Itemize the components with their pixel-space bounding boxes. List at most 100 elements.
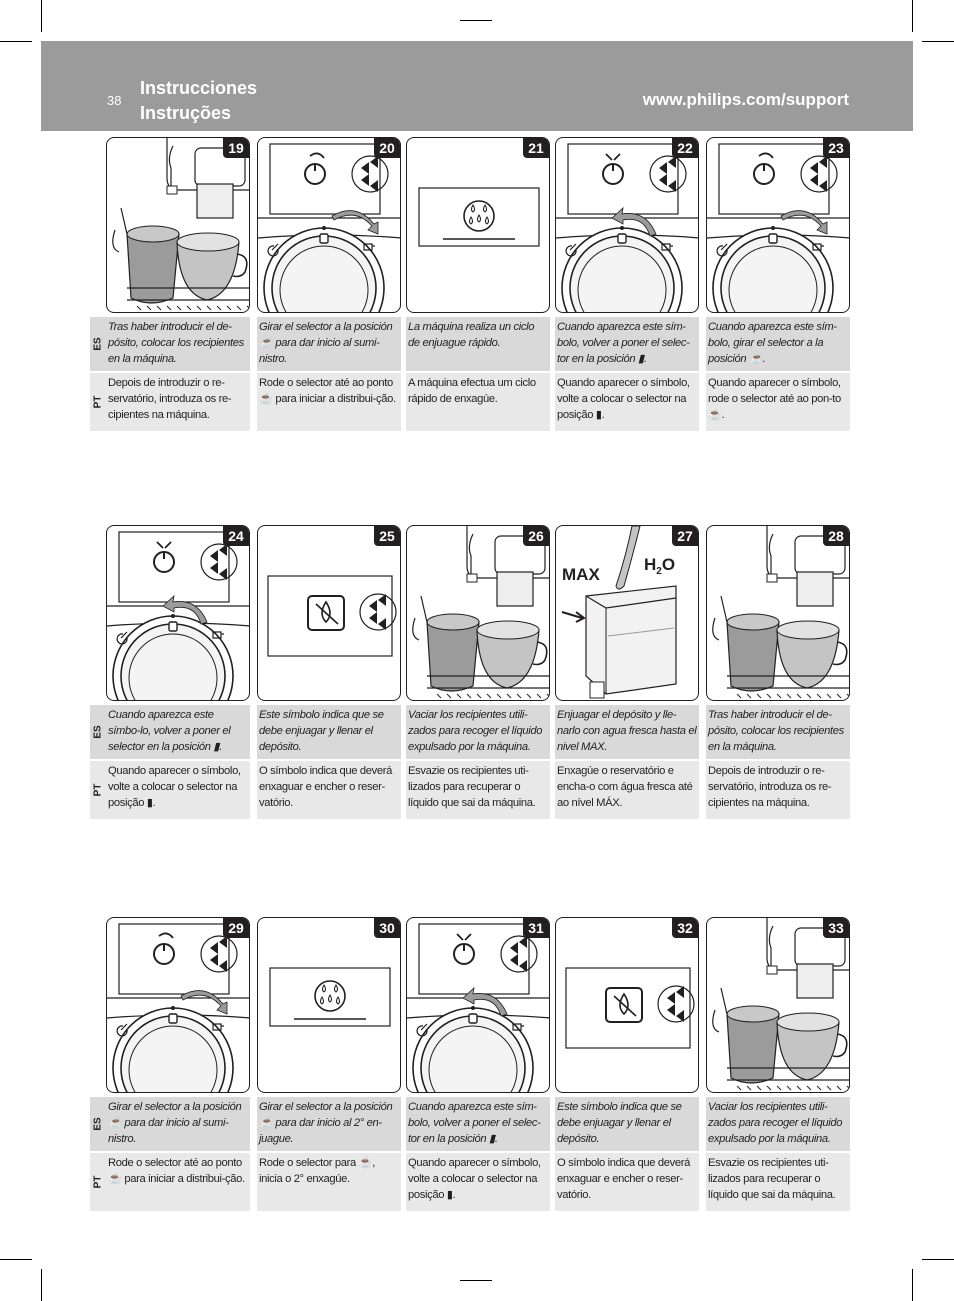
step-number: 23 <box>823 138 849 158</box>
step-text-es: Girar el selector a la posición ☕ para d… <box>257 1097 401 1151</box>
step-text-pt: Rode o selector até ao ponto ☕ para inic… <box>257 373 401 431</box>
step-text-pt: A máquina efectua um ciclo rápido de enx… <box>406 373 550 431</box>
illustration-drawing <box>258 143 400 312</box>
step-number: 32 <box>672 918 698 938</box>
lang-label-es: ES <box>92 337 104 351</box>
step-illustration: 28 <box>706 525 850 701</box>
crop-mark <box>912 1269 913 1301</box>
step-illustration: 20 <box>257 137 401 313</box>
illustration-drawing <box>107 531 249 700</box>
step-text-pt: Quando aparecer o símbolo, rode o select… <box>706 373 850 431</box>
illustration-drawing <box>112 138 249 311</box>
page-title-es: Instrucciones <box>140 78 258 98</box>
step-text-pt: Quando aparecer o símbolo, volte a coloc… <box>106 761 250 819</box>
step-text-es: Este símbolo indica que se debe enjuagar… <box>257 705 401 759</box>
step-text-es: Este símbolo indica que se debe enjuagar… <box>555 1097 699 1151</box>
step-illustration: 30 <box>257 917 401 1093</box>
step-text-pt: Esvazie os recipientes uti-lizados para … <box>406 761 550 819</box>
step-text-es: Cuando aparezca este símbo-lo, volver a … <box>106 705 250 759</box>
illustration-drawing <box>556 143 698 312</box>
lang-tab-es: ES <box>90 1097 106 1151</box>
step-text-pt: Rode o selector para ☕, inicia o 2° enxa… <box>257 1153 401 1211</box>
crop-mark <box>41 0 42 32</box>
crop-mark <box>922 41 954 42</box>
step-number: 26 <box>523 526 549 546</box>
step-number: 25 <box>374 526 400 546</box>
lang-tab-es: ES <box>90 317 106 371</box>
lang-label-es: ES <box>92 725 104 739</box>
crop-mark <box>0 41 32 42</box>
illustration-drawing <box>269 967 391 1027</box>
step-text-pt: Rode o selector até ao ponto ☕ para inic… <box>106 1153 250 1211</box>
step-illustration: 24 <box>106 525 250 701</box>
step-text-pt: Depois de introduzir o re-servatório, in… <box>106 373 250 431</box>
step-illustration: 22 <box>555 137 699 313</box>
step-illustration: MAX H2O 27 <box>555 525 699 701</box>
crop-mark <box>41 1269 42 1301</box>
lang-label-es: ES <box>92 1117 104 1131</box>
crop-mark <box>0 1259 32 1260</box>
step-text-pt: Quando aparecer o símbolo, volte a coloc… <box>406 1153 550 1211</box>
step-text-es: Cuando aparezca este sím-bolo, volver a … <box>555 317 699 371</box>
illustration-drawing <box>107 923 249 1092</box>
lang-tab-pt: PT <box>90 1153 106 1211</box>
step-number: 28 <box>823 526 849 546</box>
lang-tab-pt: PT <box>90 373 106 431</box>
lang-label-pt: PT <box>92 395 104 409</box>
crop-mark <box>460 1280 492 1281</box>
step-illustration: 21 <box>406 137 550 313</box>
step-text-pt: Esvazie os recipientes uti-lizados para … <box>706 1153 850 1211</box>
illustration-drawing <box>412 526 549 699</box>
lang-label-pt: PT <box>92 783 104 797</box>
support-link[interactable]: www.philips.com/support <box>642 90 849 109</box>
illustration-drawing <box>418 187 540 247</box>
step-number: 21 <box>523 138 549 158</box>
step-illustration: 19 <box>106 137 250 313</box>
illustration-drawing <box>267 575 397 657</box>
step-text-pt: O símbolo indica que deverá enxaguar e e… <box>555 1153 699 1211</box>
step-illustration: 31 <box>406 917 550 1093</box>
step-text-es: Girar el selector a la posición ☕ para d… <box>106 1097 250 1151</box>
step-text-pt: Depois de introduzir o re-servatório, in… <box>706 761 850 819</box>
step-number: 19 <box>223 138 249 158</box>
step-number: 29 <box>223 918 249 938</box>
step-text-es: Vaciar los recipientes utili-zados para … <box>406 705 550 759</box>
max-label: MAX <box>562 565 600 584</box>
lang-label-pt: PT <box>92 1175 104 1189</box>
h2o-label: H2O <box>644 555 675 577</box>
step-text-pt: O símbolo indica que deverá enxaguar e e… <box>257 761 401 819</box>
step-text-pt: Enxagúe o reservatório e encha-o com águ… <box>555 761 699 819</box>
step-number: 27 <box>672 526 698 546</box>
page-number: 38 <box>107 93 122 108</box>
crop-mark <box>460 20 492 21</box>
illustration-drawing <box>712 526 849 699</box>
step-illustration: 29 <box>106 917 250 1093</box>
step-text-es: La máquina realiza un ciclo de enjuague … <box>406 317 550 371</box>
step-text-es: Cuando aparezca este sím-bolo, girar el … <box>706 317 850 371</box>
step-text-es: Cuando aparezca este sím-bolo, volver a … <box>406 1097 550 1151</box>
step-text-es: Vaciar los recipientes utili-zados para … <box>706 1097 850 1151</box>
step-text-es: Tras haber introducir el de-pósito, colo… <box>706 705 850 759</box>
lang-tab-es: ES <box>90 705 106 759</box>
illustration-drawing <box>407 923 549 1092</box>
step-number: 30 <box>374 918 400 938</box>
crop-mark <box>922 1259 954 1260</box>
step-number: 20 <box>374 138 400 158</box>
step-number: 24 <box>223 526 249 546</box>
lang-tab-pt: PT <box>90 761 106 819</box>
illustration-drawing <box>707 143 849 312</box>
step-text-es: Tras haber introducir el de-pósito, colo… <box>106 317 250 371</box>
step-text-es: Enjuagar el depósito y lle-narlo con agu… <box>555 705 699 759</box>
step-text-pt: Quando aparecer o símbolo, volte a coloc… <box>555 373 699 431</box>
step-illustration: 26 <box>406 525 550 701</box>
step-illustration: 25 <box>257 525 401 701</box>
illustration-drawing <box>565 967 695 1049</box>
crop-mark <box>912 0 913 32</box>
illustration-drawing <box>712 918 849 1091</box>
step-number: 33 <box>823 918 849 938</box>
step-illustration: 33 <box>706 917 850 1093</box>
page-title-pt: Instruções <box>140 103 232 123</box>
